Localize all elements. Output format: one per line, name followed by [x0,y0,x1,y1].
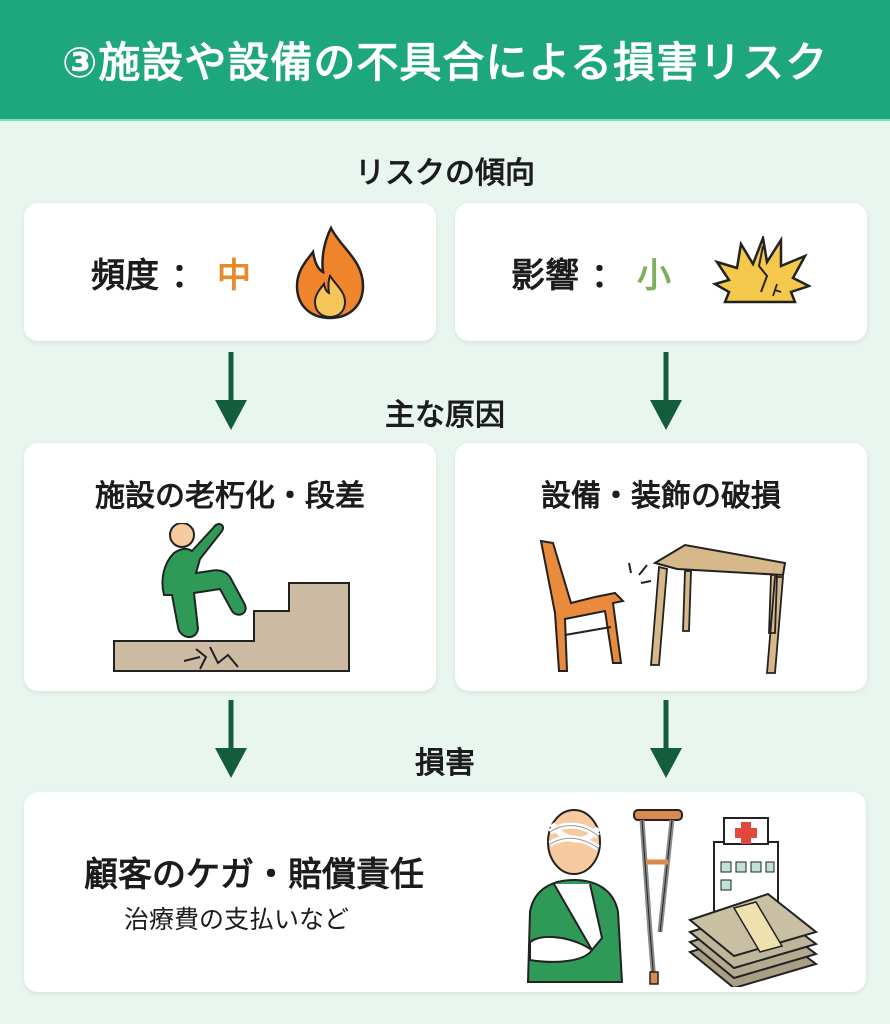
cause-title: 施設の老朽化・段差 [95,479,365,514]
arrow-down-icon [215,700,247,778]
fire-icon [295,225,365,320]
broken-chair-and-table-icon [539,539,787,674]
section-label-damage: 損害 [415,746,475,781]
money-stack-icon [687,892,819,987]
cause-card-equipment: 設備・装飾の破損 [455,443,867,691]
impact-value: 小 [637,255,671,296]
damage-subtitle: 治療費の支払いなど [124,905,350,934]
injured-person-icon [526,809,624,983]
section-label-trend: リスクの傾向 [355,156,535,191]
crutch-icon [633,809,683,985]
impact-rating: 影響 ： 小 [511,248,671,297]
cause-title: 設備・装飾の破損 [541,479,781,514]
arrow-down-icon [215,352,247,430]
damage-illustration [526,809,819,987]
header-banner: ③施設や設備の不具合による損害リスク [0,0,890,121]
frequency-label: 頻度 [91,255,159,296]
arrow-down-icon [650,352,682,430]
section-label-cause: 主な原因 [385,398,505,433]
crack-burst-icon [711,236,811,304]
frequency-card: 頻度 ： 中 [24,203,436,341]
frequency-rating: 頻度 ： 中 [91,248,251,297]
damage-card: 顧客のケガ・賠償責任 治療費の支払いなど [24,792,866,992]
colon: ： [171,255,205,296]
damage-title: 顧客のケガ・賠償責任 [84,855,424,895]
frequency-value: 中 [217,255,251,296]
colon: ： [591,255,625,296]
cause-card-aging: 施設の老朽化・段差 [24,443,436,691]
impact-card: 影響 ： 小 [455,203,867,341]
page-title: ③施設や設備の不具合による損害リスク [61,38,829,87]
impact-label: 影響 [511,255,579,296]
person-tripping-on-steps-icon [113,523,350,672]
arrow-down-icon [650,700,682,778]
